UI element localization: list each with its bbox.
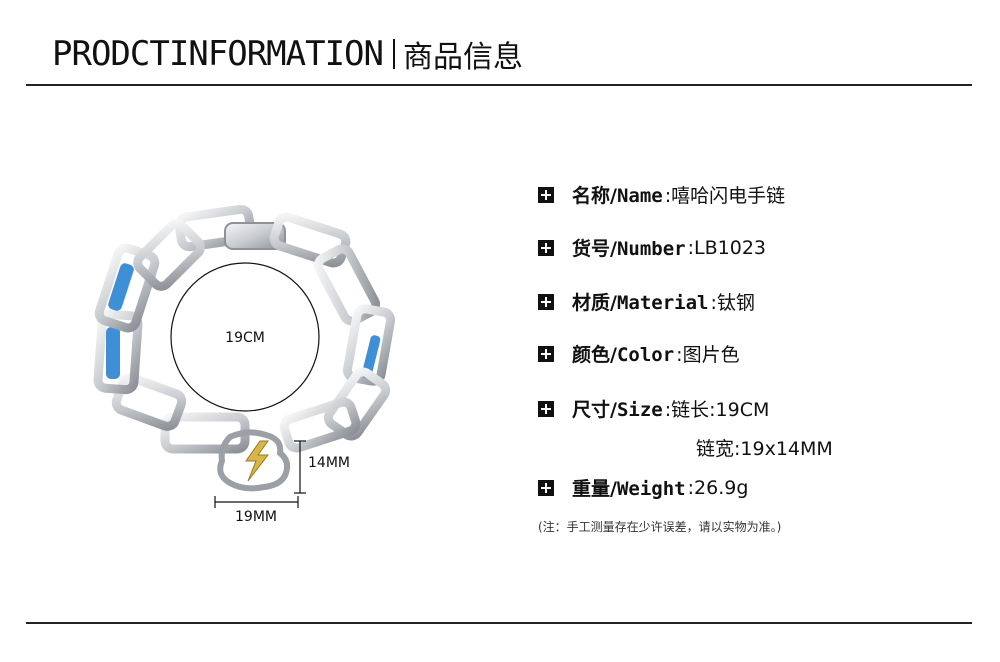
plus-square-icon [538, 345, 554, 362]
spec-size-width: 链宽:19x14MM [696, 438, 833, 460]
spec-value: :26.9g [687, 476, 749, 499]
width-dimension [214, 496, 299, 508]
spec-row-name: 名称/Name :嘻哈闪电手链 [538, 181, 785, 208]
height-dimension [294, 440, 306, 494]
bottom-divider [26, 622, 972, 624]
size-circle [170, 262, 320, 412]
spec-label: 颜色/Color [572, 344, 675, 366]
top-divider [26, 84, 972, 86]
spec-label: 名称/Name [572, 185, 663, 207]
plus-square-icon [538, 479, 554, 496]
circle-size-label: 19CM [225, 330, 265, 346]
height-label: 14MM [308, 455, 350, 471]
spec-row-material: 材质/Material :钛钢 [538, 288, 755, 315]
spec-value: :LB1023 [687, 236, 766, 259]
measurement-note: (注：手工测量存在少许误差，请以实物为准。) [538, 520, 782, 534]
header-separator [393, 39, 395, 69]
spec-value: :嘻哈闪电手链 [664, 185, 786, 207]
spec-label: 重量/Weight [572, 478, 686, 500]
lightning-clasp [217, 429, 291, 492]
plus-square-icon [538, 293, 554, 310]
page-header: PRODCTINFORMATION 商品信息 [52, 32, 523, 76]
plus-square-icon [538, 239, 554, 256]
spec-row-weight: 重量/Weight :26.9g [538, 474, 748, 501]
spec-value: :链长:19CM [664, 399, 770, 421]
spec-label: 尺寸/Size [572, 399, 663, 421]
spec-row-size: 尺寸/Size :链长:19CM [538, 395, 769, 422]
spec-row-number: 货号/Number :LB1023 [538, 234, 766, 261]
plus-square-icon [538, 186, 554, 203]
header-title-cn: 商品信息 [403, 40, 523, 75]
width-label: 19MM [235, 509, 277, 525]
spec-row-color: 颜色/Color :图片色 [538, 340, 740, 367]
spec-label: 货号/Number [572, 238, 686, 260]
spec-label: 材质/Material [572, 292, 709, 314]
spec-value: :钛钢 [710, 292, 755, 314]
product-image: 19CM 14MM 19MM [90, 205, 440, 545]
plus-square-icon [538, 400, 554, 417]
header-title-en: PRODCTINFORMATION [52, 34, 384, 74]
spec-value: :图片色 [676, 344, 740, 366]
bracelet-illustration: 19CM 14MM 19MM [93, 205, 396, 525]
